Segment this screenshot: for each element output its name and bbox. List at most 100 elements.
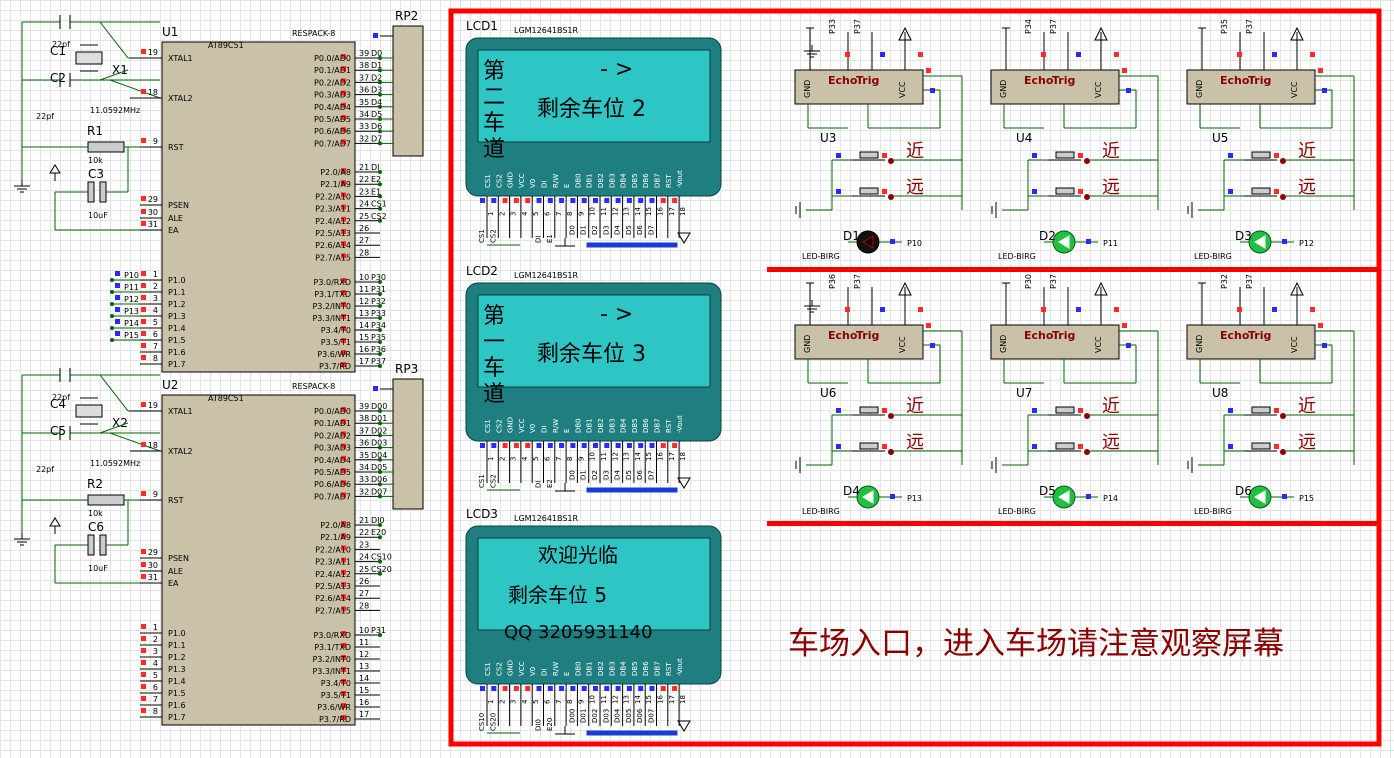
pin-number: 3: [510, 457, 518, 461]
pin-marker: [672, 198, 678, 203]
net-label: D07: [371, 487, 387, 496]
pin-number: 29: [148, 195, 158, 204]
pin-marker: [918, 307, 923, 312]
pin-number: 6: [153, 683, 158, 692]
pin-number: 4: [153, 659, 158, 668]
pin-marker: [1126, 343, 1131, 348]
pin-number: 17: [359, 357, 369, 366]
junction: [378, 535, 382, 540]
mcu-U2[interactable]: 22pf22pfC4C5X211.0592MHzR210kC610uFU2AT8…: [14, 362, 424, 726]
pin-label: P0.2/AD2: [314, 78, 351, 87]
pin-label: P0.1/AD1: [314, 66, 351, 75]
pin-number: 36: [359, 86, 369, 95]
sensor-pin-label: GND: [999, 335, 1008, 353]
net-label: D5: [625, 225, 633, 235]
pin-marker: [1122, 323, 1127, 328]
pin-number: 7: [555, 700, 563, 704]
vout-arrow-icon: [677, 720, 691, 732]
label: 10uF: [88, 564, 108, 573]
pin-label: P2.0/A8: [320, 168, 351, 177]
net-label: P31: [371, 626, 386, 635]
net-label: CS2: [489, 474, 497, 488]
pin-marker: [1282, 239, 1287, 244]
pin-number: 17: [359, 710, 369, 719]
net-label: DI0: [535, 719, 543, 731]
wire: [99, 422, 129, 434]
pin-number: 1: [153, 270, 158, 279]
junction: [378, 523, 382, 527]
lcd-pin-label: GND: [507, 660, 515, 676]
button-cap: [1251, 442, 1271, 450]
capacitor-plate: [99, 534, 107, 556]
lcd-pin-label: DB2: [597, 173, 605, 188]
pin-marker: [1078, 189, 1083, 194]
pin-marker: [141, 295, 146, 300]
lcd-pin-label: DB5: [631, 418, 639, 433]
lcd-pin-label: VCC: [518, 418, 526, 433]
pin-label: P2.6/A14: [315, 241, 351, 250]
pin-marker: [1032, 408, 1037, 413]
led-triangle-icon: [1254, 490, 1266, 504]
pin-number: 22: [359, 175, 369, 184]
pin-label: P2.1/A9: [320, 533, 351, 542]
pin-marker: [141, 89, 146, 94]
pin-label: P1.0: [168, 629, 186, 638]
pin-marker: [141, 221, 146, 226]
pin-label: P3.5/T1: [321, 338, 351, 347]
net-label: P12: [124, 295, 139, 304]
lcd-pin-label: DB3: [608, 173, 616, 188]
frame-divider-2: [767, 521, 1380, 526]
net-label: D01: [580, 709, 588, 723]
lcd-pin-label: E: [563, 184, 571, 188]
sensor-pin-label: Trig: [1248, 329, 1271, 342]
pin-label: P2.2/A10: [315, 192, 351, 201]
pin-label: P1.0: [168, 276, 186, 285]
net-label: D1: [580, 225, 588, 235]
wire: [99, 374, 129, 412]
pin-marker: [491, 443, 497, 448]
pin-marker: [926, 323, 931, 328]
crystal-body: [75, 51, 103, 65]
net-label: P37: [853, 274, 862, 289]
pin-marker: [1228, 408, 1233, 413]
pin-marker: [1228, 153, 1233, 158]
junction: [378, 104, 382, 109]
pin-number: 18: [148, 441, 158, 450]
pin-marker: [1310, 307, 1315, 312]
net-label: P35: [371, 333, 386, 342]
pin-marker: [1126, 88, 1131, 93]
sensor-body: [794, 69, 924, 105]
mcu-U1[interactable]: 22pf22pfC1C2X111.0592MHzR110kC310uFU1AT8…: [14, 9, 424, 373]
pin-number: 14: [634, 207, 642, 216]
pin-marker: [1114, 307, 1119, 312]
pin-marker: [341, 557, 346, 563]
pin-marker: [502, 443, 508, 448]
button-cap: [1055, 151, 1075, 159]
pin-label: P3.7/RD: [319, 715, 351, 724]
net-label: D06: [371, 475, 387, 484]
net-label: P11: [124, 283, 139, 292]
net-label: P10: [124, 271, 139, 280]
pin-marker: [341, 66, 346, 72]
lcd-pin-label: E: [563, 672, 571, 676]
pin-label: P0.6/AD6: [314, 480, 351, 489]
pin-marker: [341, 419, 346, 425]
pin-marker: [341, 54, 346, 59]
pin-marker: [570, 443, 576, 448]
pin-marker: [115, 271, 120, 276]
pin-marker: [836, 153, 841, 158]
sensor-pin-label: VCC: [1094, 81, 1103, 98]
pin-marker: [115, 331, 120, 336]
pin-number: 10: [359, 273, 369, 282]
pin-label: P3.0/RXD: [314, 631, 351, 640]
